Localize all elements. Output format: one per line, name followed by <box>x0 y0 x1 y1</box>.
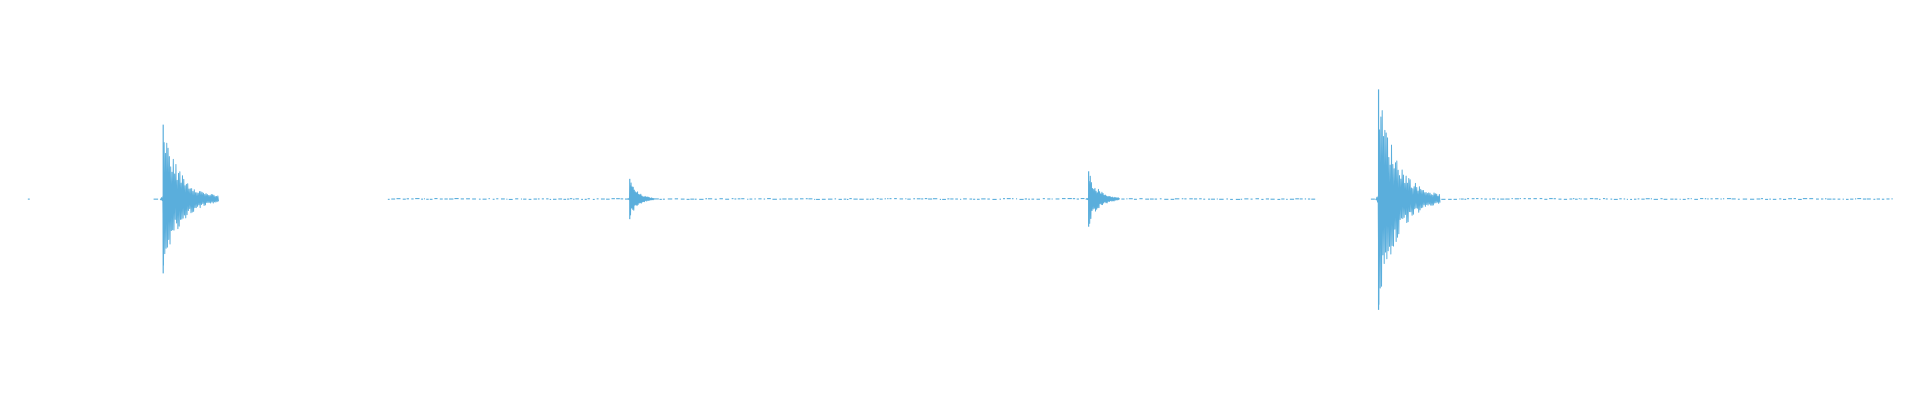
waveform-spike-3 <box>1085 175 1120 224</box>
waveform-spike-2 <box>626 182 655 216</box>
waveform-spike-4 <box>1375 110 1441 305</box>
spike-layer <box>159 89 1441 310</box>
waveform-spike-1 <box>159 142 219 266</box>
baseline-layer <box>27 198 1893 200</box>
